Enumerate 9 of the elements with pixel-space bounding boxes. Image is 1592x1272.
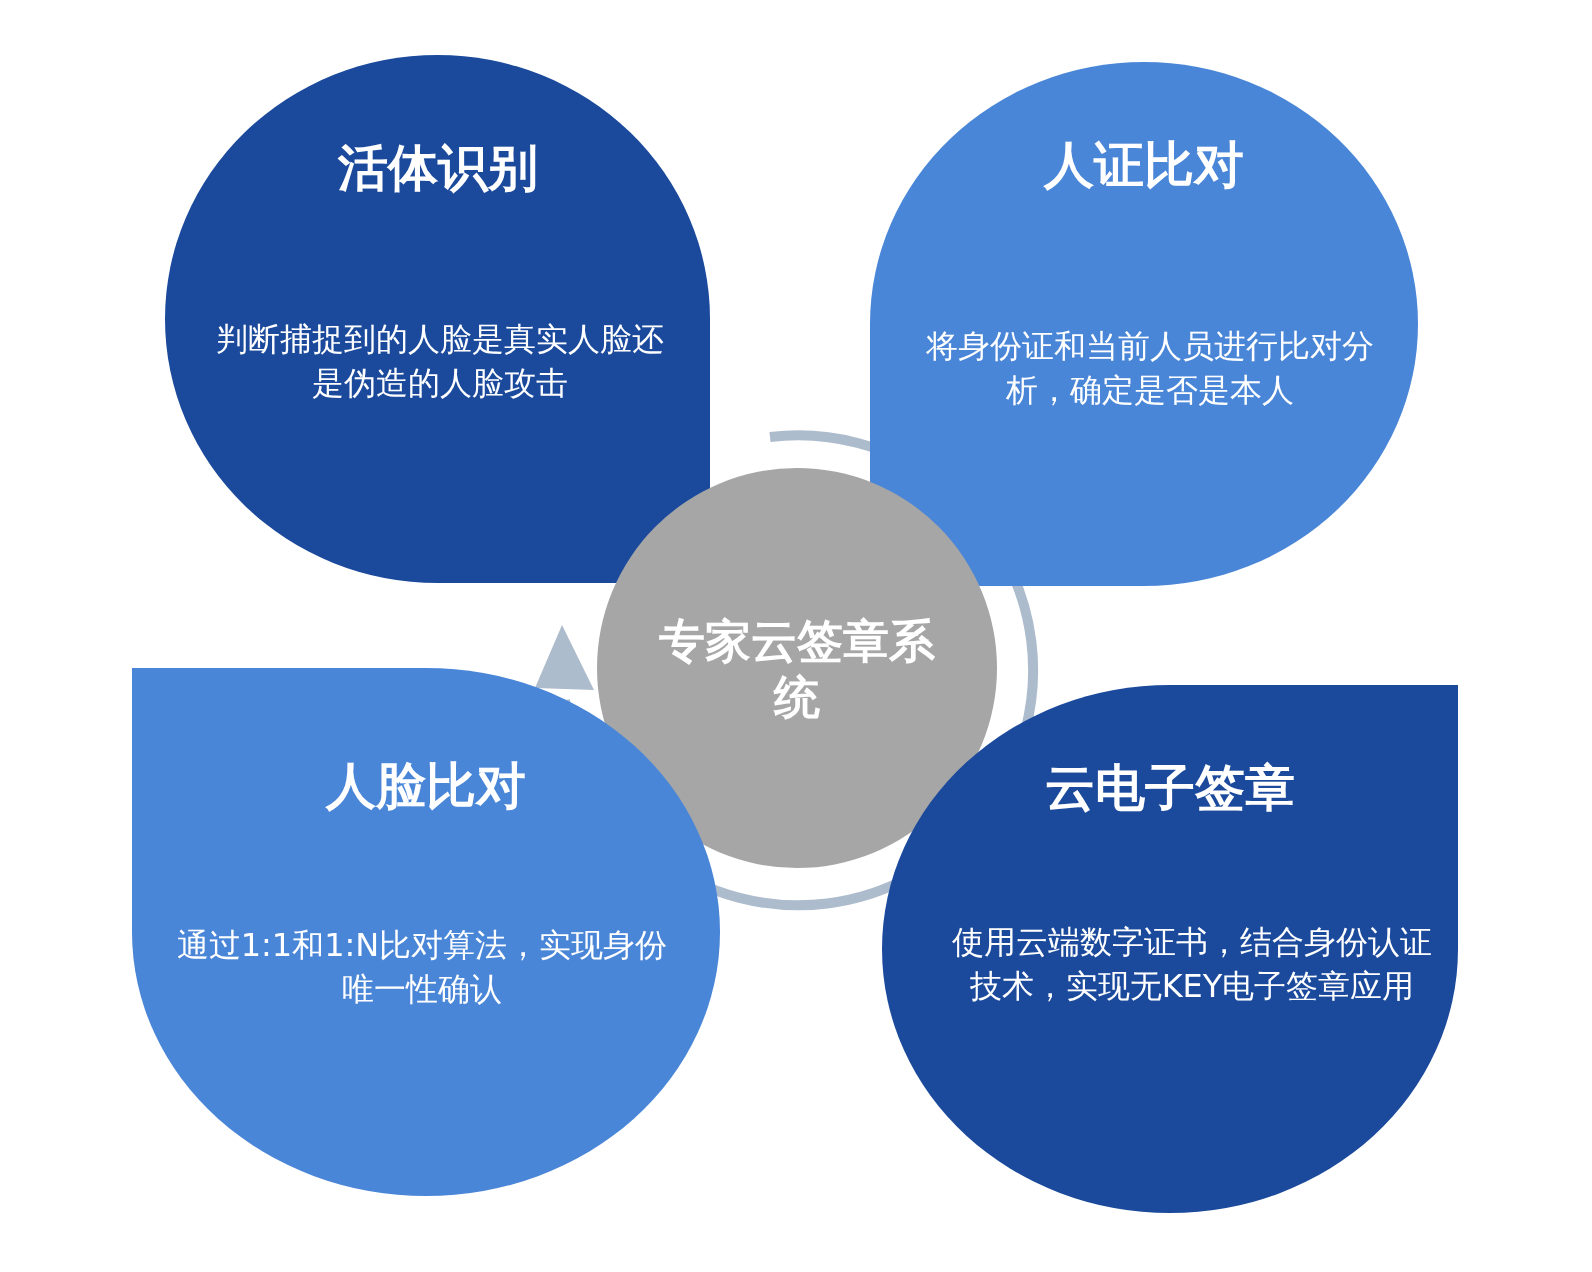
petal-description: 判断捕捉到的人脸是真实人脸还是伪造的人脸攻击 (215, 319, 665, 404)
center-title: 专家云签章系统 (658, 613, 936, 725)
petal-description: 将身份证和当前人员进行比对分析，确定是否是本人 (925, 326, 1375, 411)
petal-heading: 云电子签章 (1044, 758, 1296, 819)
petal-heading: 人证比对 (1042, 135, 1245, 196)
petal-heading: 活体识别 (336, 138, 539, 199)
petal-description: 通过1:1和1:N比对算法，实现身份唯一性确认 (175, 925, 669, 1010)
petal-description: 使用云端数字证书，结合身份认证技术，实现无KEY电子签章应用 (952, 922, 1432, 1007)
petal-heading: 人脸比对 (324, 756, 527, 817)
